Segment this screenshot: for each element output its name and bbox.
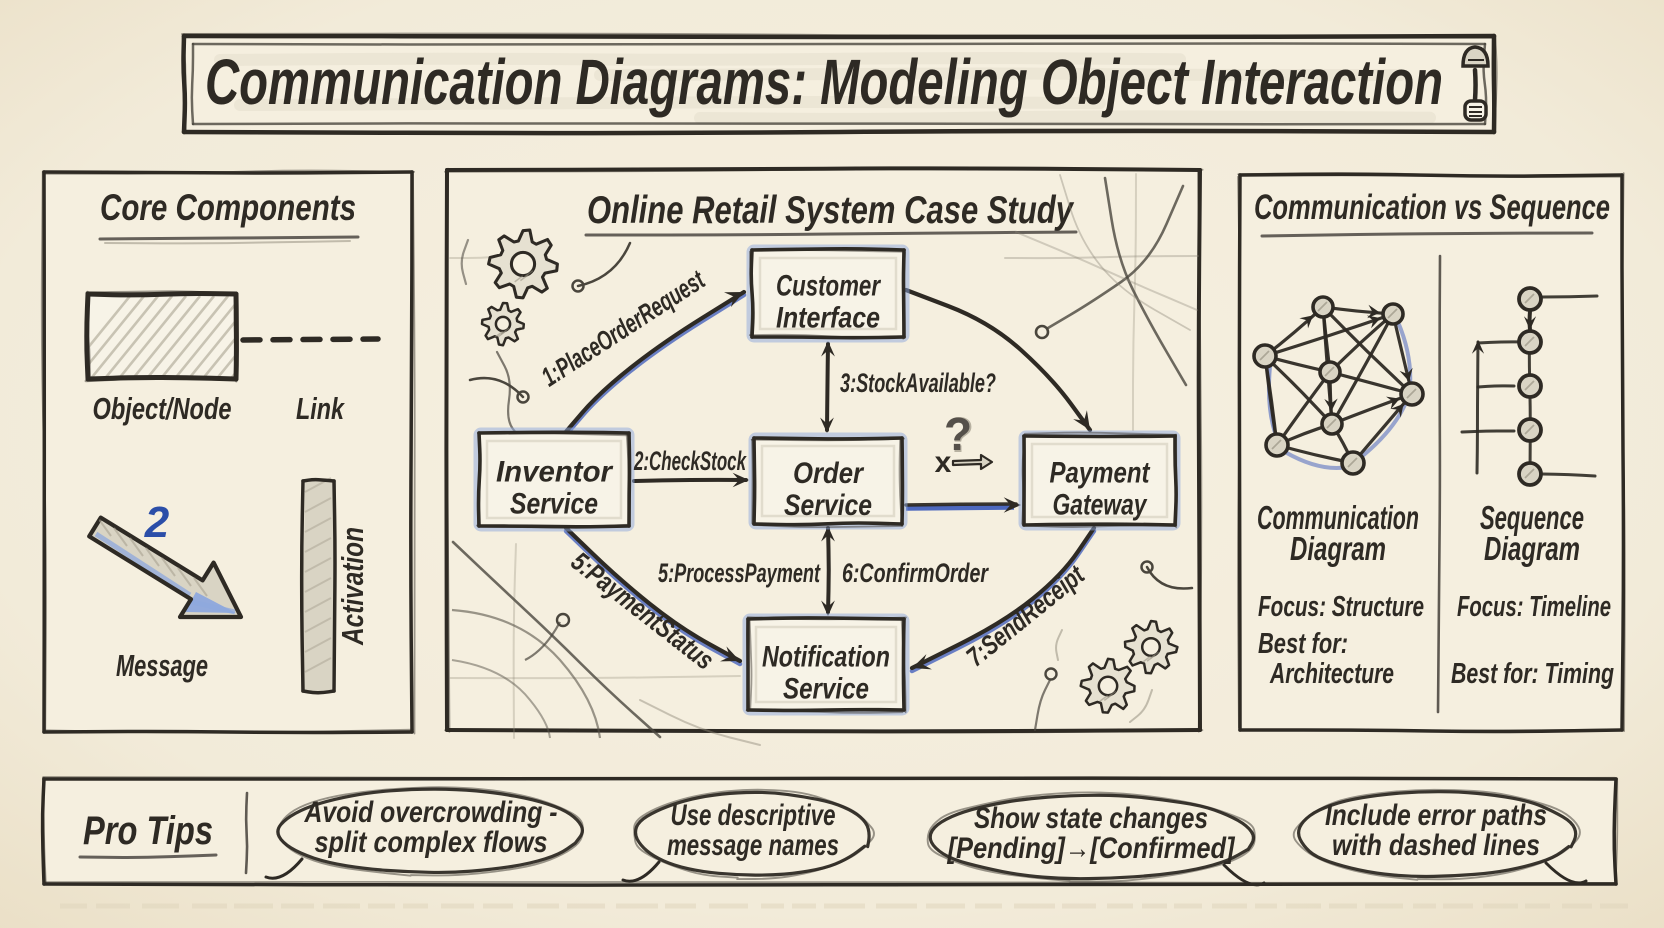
svg-text:Include error paths: Include error paths	[1325, 799, 1547, 832]
svg-text:Focus: Timeline: Focus: Timeline	[1457, 591, 1611, 623]
svg-text:Payment: Payment	[1050, 457, 1152, 490]
svg-text:Service: Service	[510, 488, 598, 521]
svg-text:2: 2	[144, 498, 170, 547]
svg-text:Communication vs Sequence: Communication vs Sequence	[1254, 188, 1610, 227]
svg-text:2:CheckStock: 2:CheckStock	[633, 446, 747, 476]
svg-text:with dashed lines: with dashed lines	[1332, 829, 1540, 862]
svg-text:Interface: Interface	[776, 302, 880, 335]
svg-text:Customer: Customer	[776, 270, 882, 303]
svg-text:Diagram: Diagram	[1484, 530, 1580, 567]
svg-text:Communication Diagrams: Modeli: Communication Diagrams: Modeling Object …	[205, 46, 1443, 118]
svg-text:x: x	[935, 446, 952, 479]
svg-text:Best for: Timing: Best for: Timing	[1451, 658, 1614, 690]
svg-text:6:ConfirmOrder: 6:ConfirmOrder	[842, 558, 989, 588]
svg-text:Inventor: Inventor	[496, 456, 614, 489]
svg-text:Show state changes: Show state changes	[974, 802, 1208, 835]
svg-text:Notification: Notification	[762, 641, 890, 674]
svg-text:Architecture: Architecture	[1269, 658, 1394, 690]
svg-text:Service: Service	[784, 489, 872, 522]
svg-text:Sequence: Sequence	[1480, 499, 1584, 536]
svg-text:Gateway: Gateway	[1053, 489, 1148, 522]
svg-text:Link: Link	[296, 391, 345, 426]
svg-text:[Pending]→[Confirmed]: [Pending]→[Confirmed]	[947, 832, 1236, 865]
svg-text:3:StockAvailable?: 3:StockAvailable?	[840, 368, 996, 398]
svg-text:split complex flows: split complex flows	[315, 826, 548, 859]
svg-text:Core Components: Core Components	[100, 187, 356, 228]
svg-text:Avoid overcrowding -: Avoid overcrowding -	[304, 796, 558, 829]
svg-text:Online Retail System Case Stud: Online Retail System Case Study	[587, 189, 1075, 232]
svg-text:message names: message names	[667, 829, 839, 862]
svg-text:Focus: Structure: Focus: Structure	[1258, 591, 1424, 623]
svg-text:Pro Tips: Pro Tips	[83, 809, 213, 853]
svg-text:Diagram: Diagram	[1290, 530, 1386, 567]
svg-text:Best for:: Best for:	[1258, 628, 1348, 660]
svg-text:?: ?	[944, 408, 972, 460]
svg-text:Message: Message	[116, 648, 208, 683]
svg-text:Object/Node: Object/Node	[93, 391, 232, 426]
svg-text:Order: Order	[793, 457, 865, 490]
svg-text:Activation: Activation	[335, 527, 370, 646]
svg-text:?: ?	[944, 407, 975, 463]
svg-text:Communication: Communication	[1257, 499, 1419, 536]
svg-text:Service: Service	[783, 673, 869, 706]
svg-text:5:ProcessPayment: 5:ProcessPayment	[658, 558, 821, 588]
svg-text:Use descriptive: Use descriptive	[671, 799, 836, 832]
